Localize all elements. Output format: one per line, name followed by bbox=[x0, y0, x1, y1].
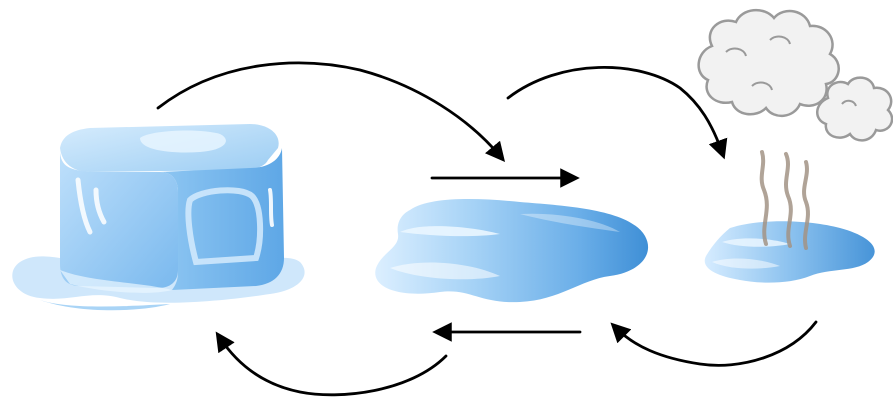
small-puddle-icon bbox=[704, 221, 875, 283]
transition-arrows bbox=[156, 61, 818, 397]
arrow-gas-to-liquid-curved bbox=[610, 320, 818, 367]
water-puddle-icon bbox=[375, 199, 649, 303]
arrow-solid-to-liquid-curved bbox=[156, 61, 506, 163]
arrow-liquid-to-gas-curved bbox=[506, 66, 728, 160]
steam-cloud-icon bbox=[697, 9, 893, 142]
ice-cube-icon bbox=[12, 124, 305, 311]
arrow-liquid-to-solid-curved bbox=[215, 331, 448, 397]
steam-icon bbox=[759, 150, 810, 250]
